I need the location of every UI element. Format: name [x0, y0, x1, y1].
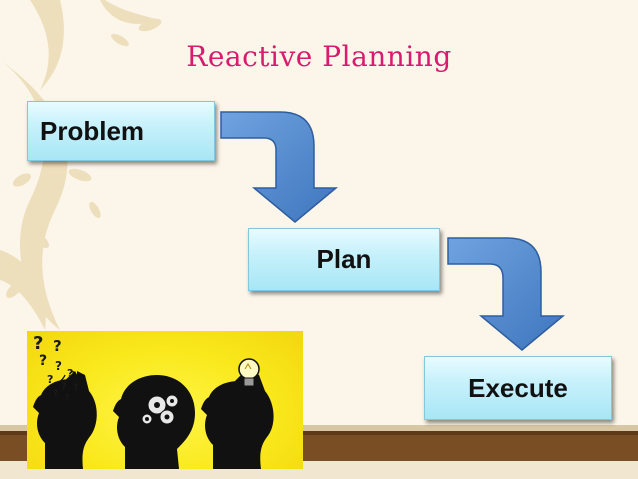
question-mark: ?	[53, 337, 62, 355]
question-mark: ?	[67, 367, 74, 380]
question-mark: ?	[65, 393, 70, 402]
question-mark: ?	[33, 333, 44, 354]
step-box-problem: Problem	[27, 101, 215, 161]
question-mark: ?	[47, 373, 54, 386]
heads-graphic	[33, 358, 274, 469]
step-box-plan: Plan	[248, 228, 440, 291]
question-mark: ?	[73, 383, 79, 393]
slide-title: Reactive Planning	[186, 40, 452, 73]
question-mark: ?	[53, 389, 59, 399]
question-mark: ?	[55, 359, 62, 373]
question-mark: ?	[61, 381, 67, 392]
lightbulb-icon	[238, 358, 260, 387]
step-box-execute: Execute	[424, 356, 612, 420]
arrow-problem-to-plan	[220, 111, 339, 223]
question-mark: ?	[39, 353, 48, 369]
heads-illustration: ? ? ? ? ? ? ? ? ? ?	[27, 331, 303, 469]
arrow-plan-to-execute	[447, 237, 566, 351]
